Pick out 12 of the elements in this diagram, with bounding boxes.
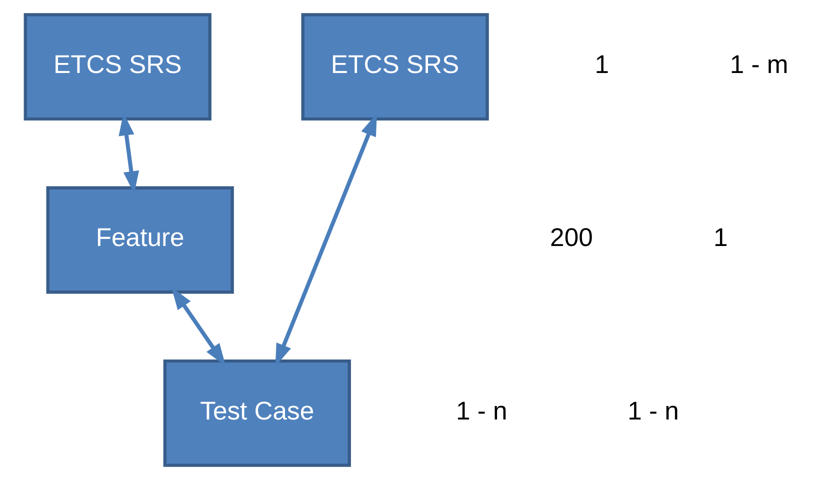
node-box: ETCS SRS (300, 13, 488, 121)
label: 1 (594, 50, 609, 79)
label: 200 (550, 224, 592, 252)
node-box: Feature (46, 186, 234, 294)
label: 1 - n (627, 397, 678, 426)
label: 1 - m (729, 50, 788, 79)
arrow (170, 287, 226, 366)
arrow (118, 112, 139, 194)
label: 1 (712, 224, 728, 252)
label: 1 - n (456, 397, 507, 426)
node-box: Test Case (162, 359, 350, 467)
node-box: ETCS SRS (23, 13, 211, 121)
